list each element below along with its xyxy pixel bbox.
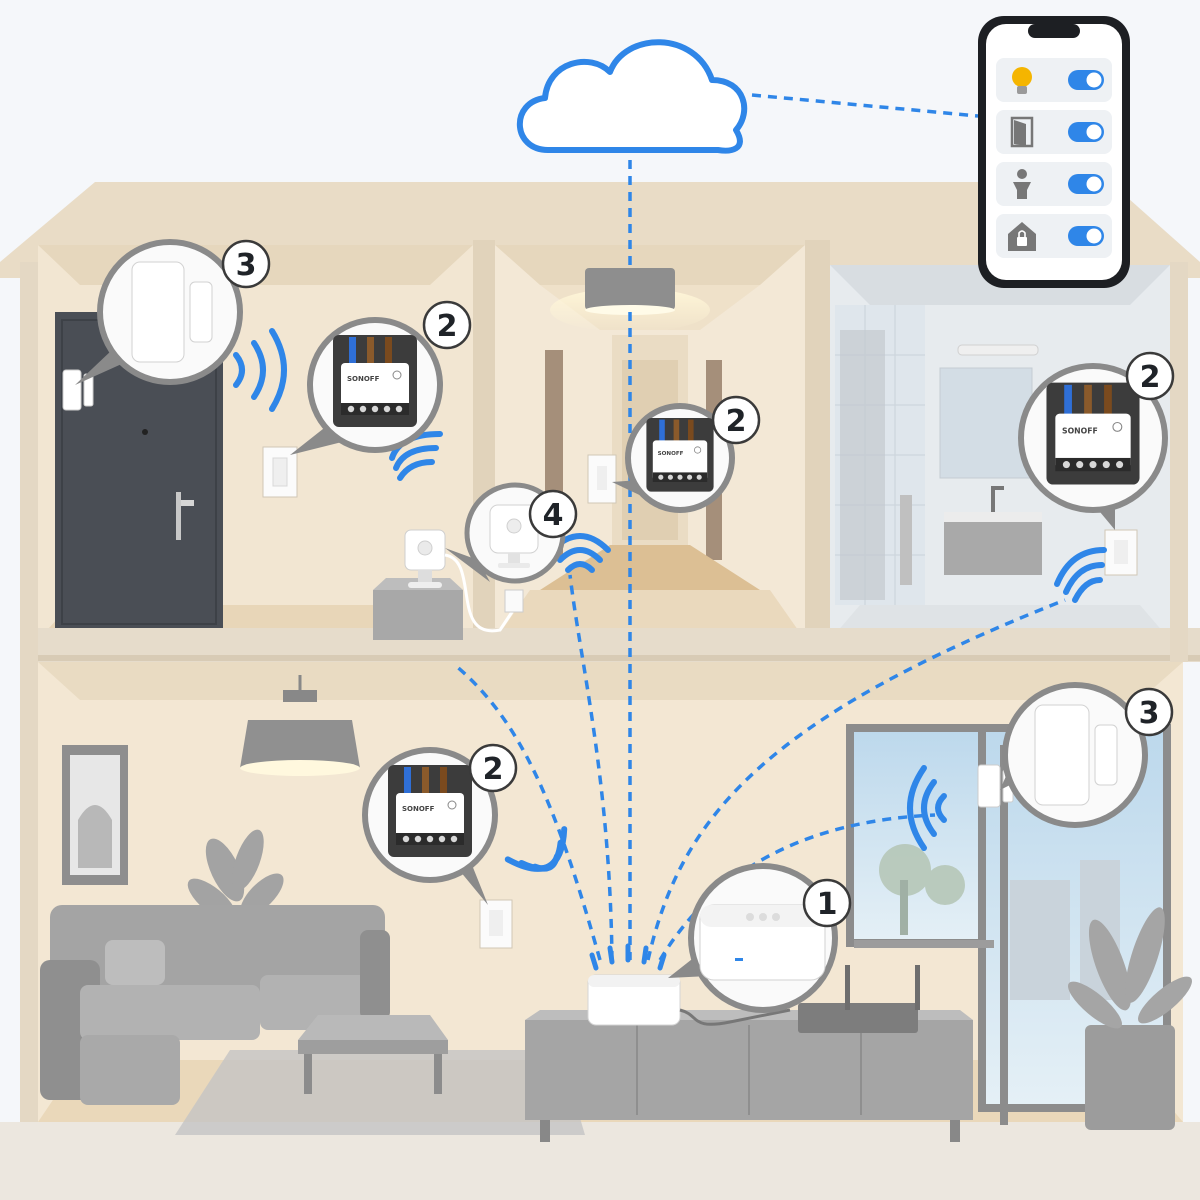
number-badge: 2: [711, 395, 761, 445]
rug: [175, 1050, 585, 1135]
phone-row[interactable]: [996, 162, 1112, 206]
phone-row[interactable]: [996, 214, 1112, 258]
lightbulb-icon: [1012, 67, 1032, 94]
living-window: [846, 724, 1002, 947]
side-table: [373, 590, 463, 640]
badge-number: 2: [483, 752, 504, 787]
window-door-sensor: [977, 764, 1001, 808]
number-badge: 3: [1124, 687, 1174, 737]
smart-switch-module: SONOFF: [1046, 382, 1140, 485]
number-badge: 1: [802, 878, 852, 928]
switch-brand-label: SONOFF: [347, 375, 380, 383]
switch-callouts: SONOFF SONOFF SONOFF SONOFF: [290, 317, 1168, 905]
plant-pot: [1085, 1025, 1175, 1130]
smartphone: [978, 16, 1130, 288]
callout-door-sensor-top: [75, 239, 243, 385]
number-badge: 2: [468, 743, 518, 793]
bathroom-vanity: [944, 520, 1042, 575]
number-badge: 4: [528, 489, 578, 539]
callout-door-sensor-window: [1000, 682, 1148, 828]
callout-hub: [668, 863, 838, 1013]
phone-notch: [1028, 24, 1080, 38]
toggle-switch[interactable]: [1068, 122, 1104, 142]
number-badge: 3: [221, 239, 271, 289]
switch-brand-label: SONOFF: [658, 451, 684, 457]
device-callouts: [75, 239, 1148, 1013]
living-ceiling-lamp: [240, 720, 360, 768]
number-badges: 3 2 2 2 4 2 3 1: [221, 239, 1175, 928]
number-badge: 2: [1125, 351, 1175, 401]
toggle-switch[interactable]: [1068, 70, 1104, 90]
badge-number: 1: [817, 887, 838, 922]
home-lock-icon: [1008, 222, 1036, 251]
switch-brand-label: SONOFF: [1062, 427, 1098, 436]
cloud-icon: [516, 39, 748, 154]
smart-switch-module: SONOFF: [333, 335, 417, 427]
badge-number: 2: [1140, 360, 1161, 395]
number-badge: 2: [422, 300, 472, 350]
badge-number: 4: [543, 498, 564, 533]
wireless-connections: [453, 93, 1066, 961]
bathroom-mirror: [939, 367, 1033, 479]
bathroom-furnishings: [835, 305, 1138, 605]
switch-brand-label: SONOFF: [402, 805, 435, 813]
callout-smart-switch: SONOFF: [362, 747, 498, 905]
phone-app-list: [996, 58, 1112, 258]
badge-number: 3: [236, 248, 257, 283]
badge-number: 3: [1139, 696, 1160, 731]
coffee-table: [298, 1040, 448, 1054]
callout-smart-switch: SONOFF: [290, 317, 443, 455]
callout-smart-switch: SONOFF: [612, 403, 735, 513]
callout-smart-switch: SONOFF: [1018, 363, 1168, 530]
hall-ceiling-lamp: [585, 268, 675, 310]
person-icon: [1013, 169, 1031, 199]
badge-number: 2: [437, 309, 458, 344]
phone-row[interactable]: [996, 58, 1112, 102]
badge-number: 2: [726, 404, 747, 439]
door-icon: [1010, 116, 1034, 148]
wifi-router: [798, 1003, 918, 1033]
toggle-switch[interactable]: [1068, 174, 1104, 194]
sofa: [40, 905, 390, 1105]
phone-row[interactable]: [996, 110, 1112, 154]
toggle-switch[interactable]: [1068, 226, 1104, 246]
smart-switch-module: SONOFF: [646, 418, 714, 492]
smart-switch-module: SONOFF: [388, 765, 472, 857]
